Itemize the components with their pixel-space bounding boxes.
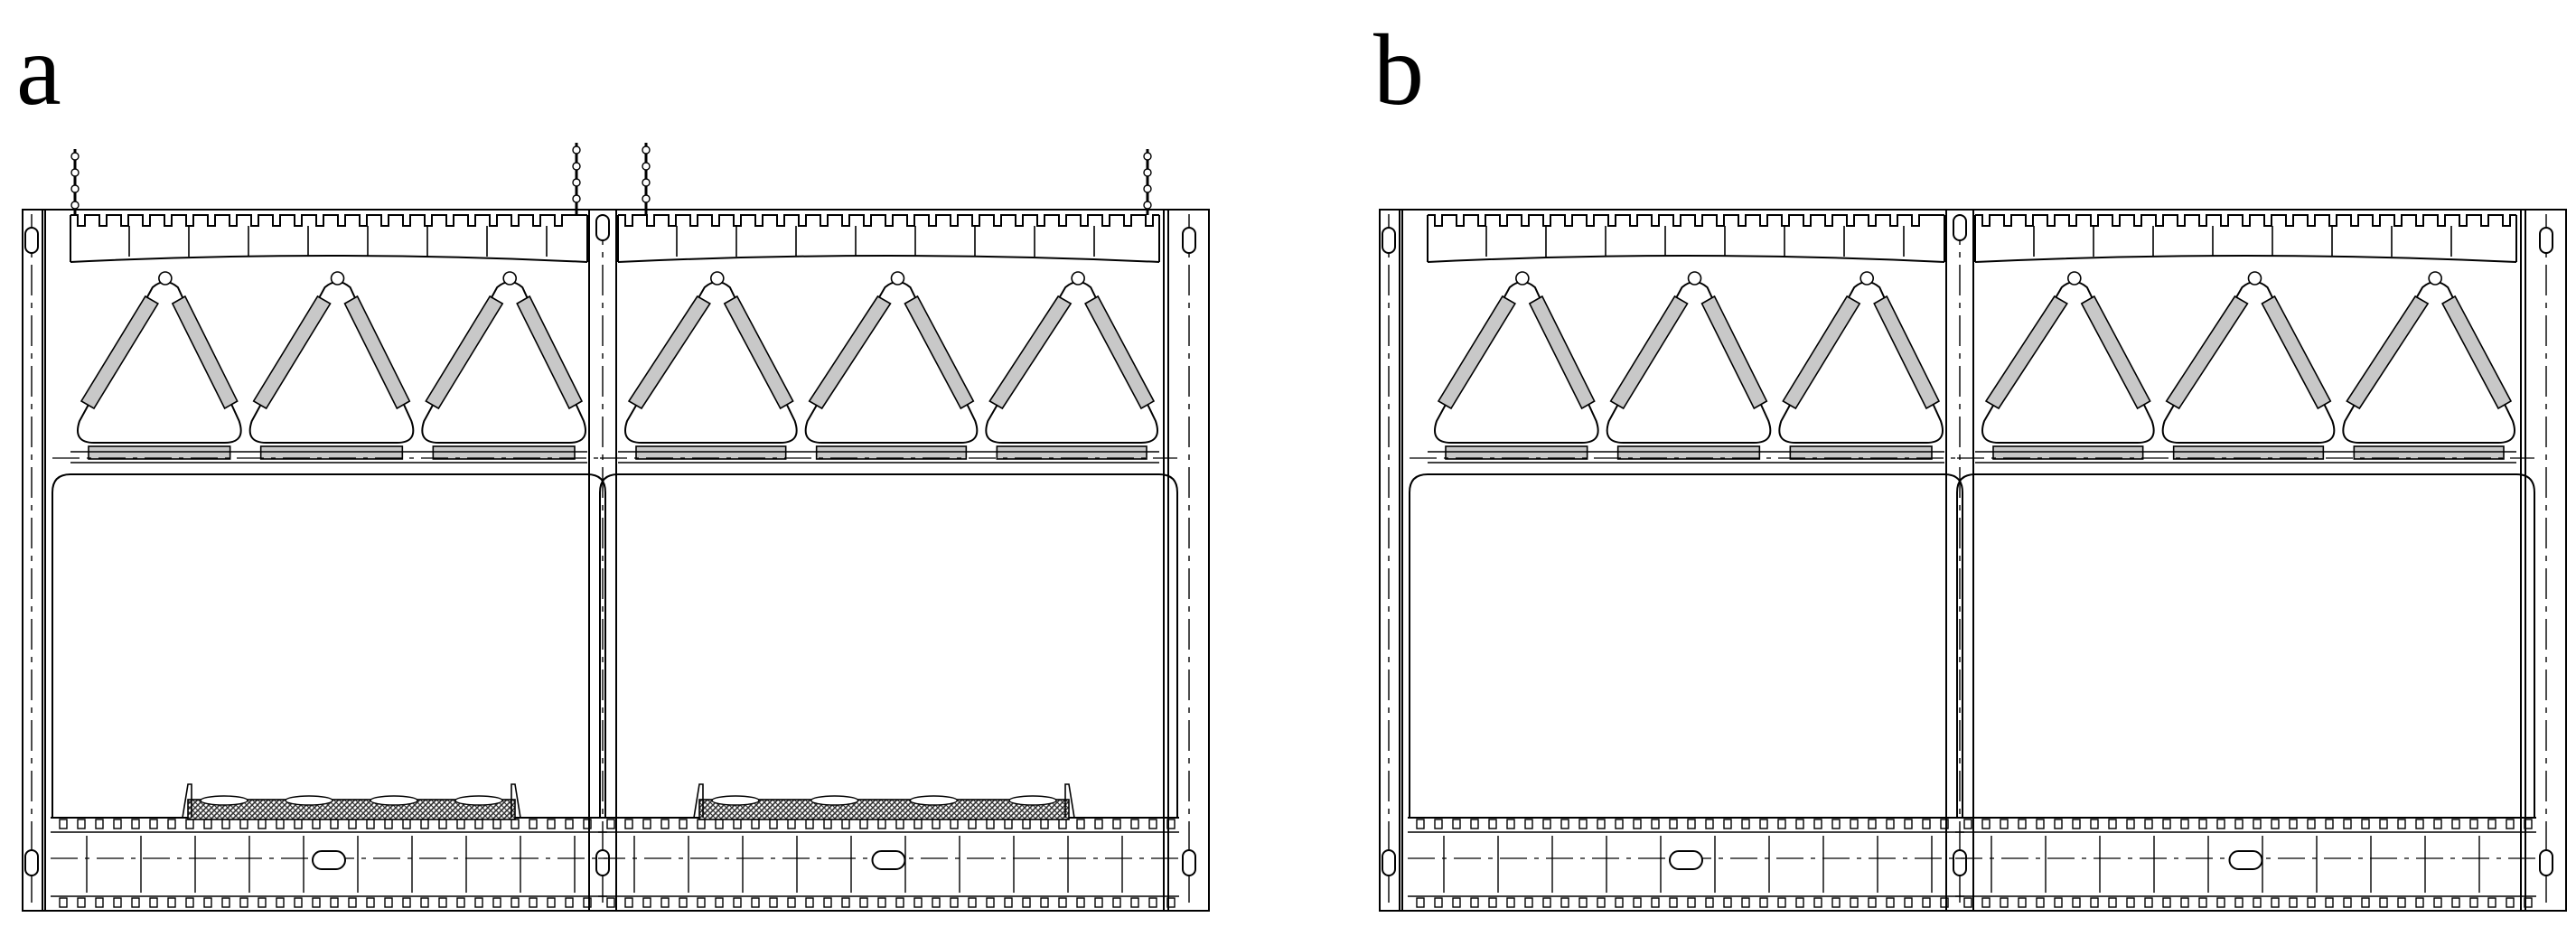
panel-label-b: b bbox=[1373, 14, 1424, 126]
panel-b bbox=[1379, 209, 2567, 912]
panel-a bbox=[22, 143, 1210, 912]
panel-label-a: a bbox=[16, 14, 61, 126]
